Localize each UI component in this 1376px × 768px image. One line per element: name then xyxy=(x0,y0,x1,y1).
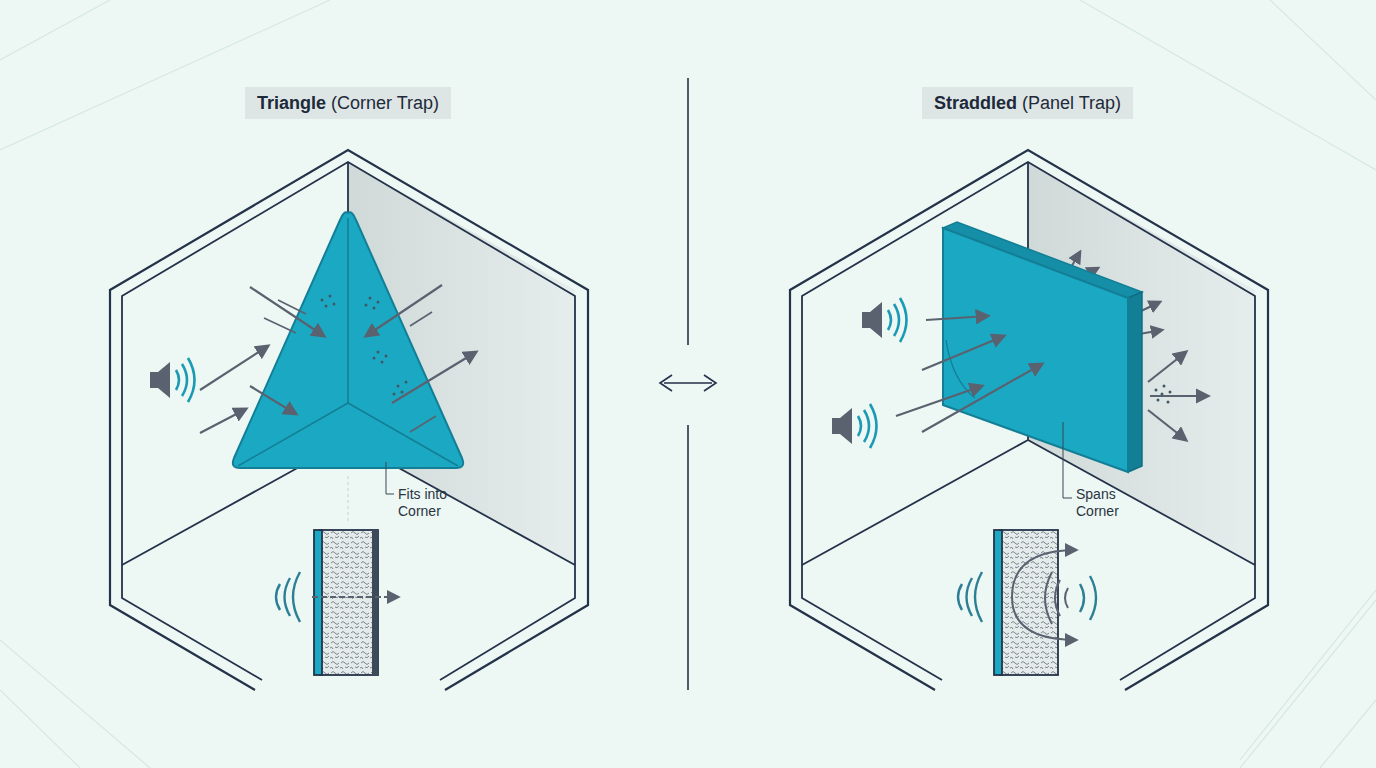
callout-label: Fits into Corner xyxy=(398,486,468,520)
leader-line xyxy=(348,462,394,522)
scatter-dots xyxy=(321,295,408,396)
triangle-trap xyxy=(233,212,463,468)
heading-subtitle: (Panel Trap) xyxy=(1022,93,1121,113)
panel-trap xyxy=(943,222,1142,472)
sound-arrows-right xyxy=(896,316,1208,440)
heading-subtitle: (Corner Trap) xyxy=(331,93,439,113)
heading-chip: Triangle(Corner Trap) xyxy=(245,87,451,119)
heading-title: Triangle xyxy=(257,93,326,113)
panel-section xyxy=(958,530,1096,675)
room-right xyxy=(790,150,1268,690)
heading-title: Straddled xyxy=(934,93,1017,113)
speaker-icon xyxy=(832,298,907,448)
leader-line xyxy=(1063,422,1072,498)
scatter-dots-right xyxy=(1155,385,1172,404)
speaker-icon xyxy=(150,358,195,402)
callout-label: Spans Corner xyxy=(1076,486,1146,520)
heading-chip: Straddled(Panel Trap) xyxy=(922,87,1133,119)
room-left xyxy=(110,150,588,690)
absorber-section xyxy=(276,530,398,675)
divider xyxy=(660,78,716,690)
sound-arrows-left xyxy=(200,285,476,433)
